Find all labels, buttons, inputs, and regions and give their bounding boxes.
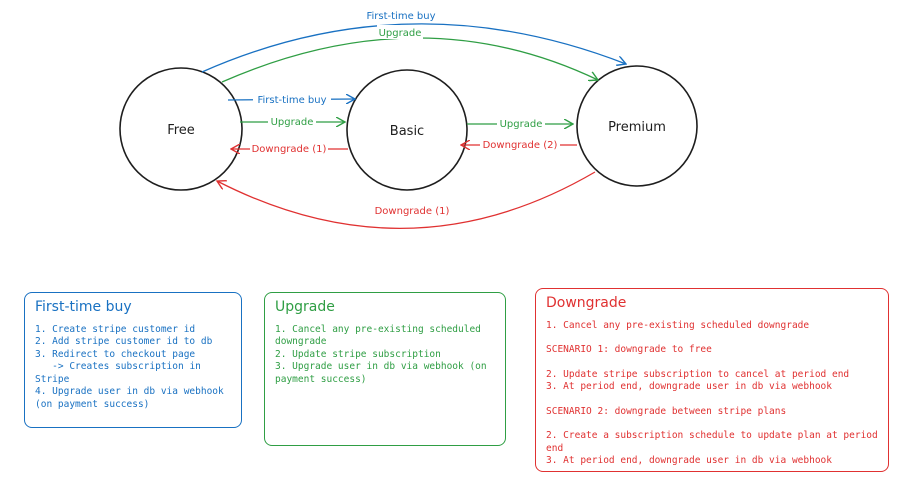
node-basic: Basic: [346, 69, 468, 191]
edge-label: Upgrade: [500, 119, 543, 130]
node-basic-label: Basic: [390, 124, 424, 139]
edge-basic-premium-upgrade: Upgrade: [467, 117, 573, 130]
edge-premium-basic-downgrade-2: Downgrade (2): [461, 138, 577, 151]
spacer: [546, 332, 878, 344]
step: 3. At period end, downgrade user in db v…: [546, 455, 832, 466]
node-premium-label: Premium: [608, 120, 666, 135]
upgrade-title: Upgrade: [275, 299, 335, 315]
edge-label: Downgrade (1): [252, 144, 327, 155]
step: downgrade: [275, 336, 327, 347]
node-premium: Premium: [576, 65, 698, 187]
edge-premium-free-downgrade-1: Downgrade (1): [217, 171, 596, 229]
edge-label: Downgrade (2): [483, 140, 558, 151]
step: 4. Upgrade user in db via webhook: [35, 386, 224, 397]
edge-label: First-time buy: [366, 11, 435, 22]
edge-basic-free-downgrade-1: Downgrade (1): [231, 142, 348, 155]
scenario-2-heading: SCENARIO 2: downgrade between stripe pla…: [546, 405, 787, 417]
first-time-buy-title: First-time buy: [35, 299, 132, 315]
step: (on payment success): [35, 398, 150, 410]
step: 2. Update stripe subscription to cancel …: [546, 368, 850, 380]
first-time-buy-card: First-time buy 1. Create stripe customer…: [24, 292, 242, 428]
edge-free-premium-upgrade: Upgrade: [221, 25, 598, 83]
edge-label: Upgrade: [379, 28, 422, 39]
step: 2. Create a subscription schedule to upd…: [546, 430, 884, 454]
first-time-buy-steps: 1. Create stripe customer id 2. Add stri…: [35, 324, 231, 412]
spacer: [546, 357, 878, 369]
upgrade-steps: 1. Cancel any pre-existing scheduled dow…: [275, 324, 495, 387]
scenario-1-heading: SCENARIO 1: downgrade to free: [546, 344, 712, 355]
step: 3. Redirect to checkout page: [35, 348, 196, 360]
step: payment success): [275, 373, 367, 385]
step: 1. Cancel any pre-existing scheduled: [275, 323, 481, 335]
downgrade-steps: 1. Cancel any pre-existing scheduled dow…: [546, 320, 878, 468]
step: 3. At period end, downgrade user in db v…: [546, 381, 832, 392]
step: 2. Add stripe customer id to db: [35, 336, 213, 347]
spacer: [546, 394, 878, 406]
edge-free-basic-first-time-buy: First-time buy: [227, 93, 355, 106]
step: 3. Upgrade user in db via webhook (on: [275, 361, 487, 372]
edge-free-basic-upgrade: Upgrade: [240, 115, 345, 128]
edge-label: Downgrade (1): [375, 206, 450, 217]
step: 1. Cancel any pre-existing scheduled dow…: [546, 319, 810, 331]
edge-label: Upgrade: [271, 117, 314, 128]
upgrade-card: Upgrade 1. Cancel any pre-existing sched…: [264, 292, 506, 446]
node-free-label: Free: [167, 123, 195, 138]
step: 1. Create stripe customer id: [35, 323, 196, 335]
node-free: Free: [119, 67, 243, 191]
step: -> Creates subscription in Stripe: [35, 361, 207, 385]
edge-free-premium-first-time-buy: First-time buy: [201, 8, 626, 73]
downgrade-title: Downgrade: [546, 295, 627, 311]
edge-label: First-time buy: [257, 95, 326, 106]
step: 2. Update stripe subscription: [275, 348, 441, 360]
downgrade-card: Downgrade 1. Cancel any pre-existing sch…: [535, 288, 889, 472]
spacer: [546, 418, 878, 430]
